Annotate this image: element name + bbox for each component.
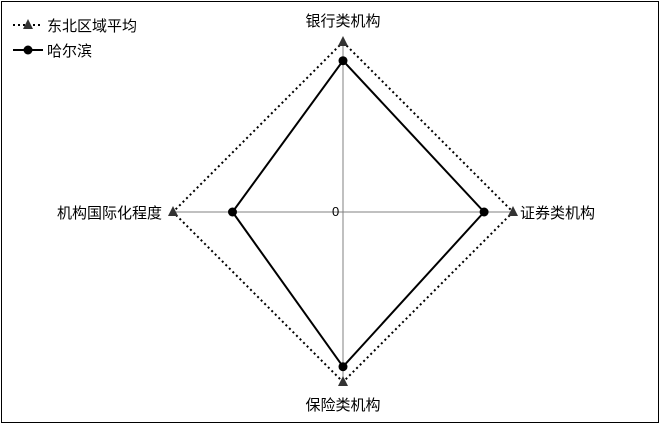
legend-label-harbin: 哈尔滨	[47, 42, 92, 60]
legend: 东北区域平均 哈尔滨	[13, 17, 137, 60]
series-east-northeast-average-point-1	[508, 206, 518, 216]
series-east-northeast-average-point-2	[338, 376, 348, 386]
axis-label-internationalization: 机构国际化程度	[57, 204, 162, 222]
center-zero-label: 0	[332, 204, 339, 219]
axis-label-insurance: 保险类机构	[305, 396, 380, 414]
series-harbin-point-0	[338, 56, 348, 66]
axis-label-banking: 银行类机构	[305, 12, 380, 30]
series-east-northeast-average-point-0	[338, 36, 348, 46]
legend-circle-marker	[23, 45, 33, 55]
series-harbin-point-3	[228, 207, 237, 217]
series-harbin-point-2	[338, 362, 348, 372]
axis-label-securities: 证券类机构	[520, 204, 595, 222]
legend-item-east-northeast-average: 东北区域平均	[13, 17, 137, 35]
axes-layer: 0	[173, 42, 513, 382]
series-harbin-line	[231, 59, 486, 369]
legend-label-east-northeast-average: 东北区域平均	[47, 17, 137, 35]
legend-triangle-marker	[23, 19, 33, 29]
series-layer	[168, 36, 518, 386]
series-harbin-point-1	[479, 207, 489, 217]
series-east-northeast-average-point-3	[168, 206, 178, 216]
legend-item-harbin: 哈尔滨	[13, 42, 92, 60]
